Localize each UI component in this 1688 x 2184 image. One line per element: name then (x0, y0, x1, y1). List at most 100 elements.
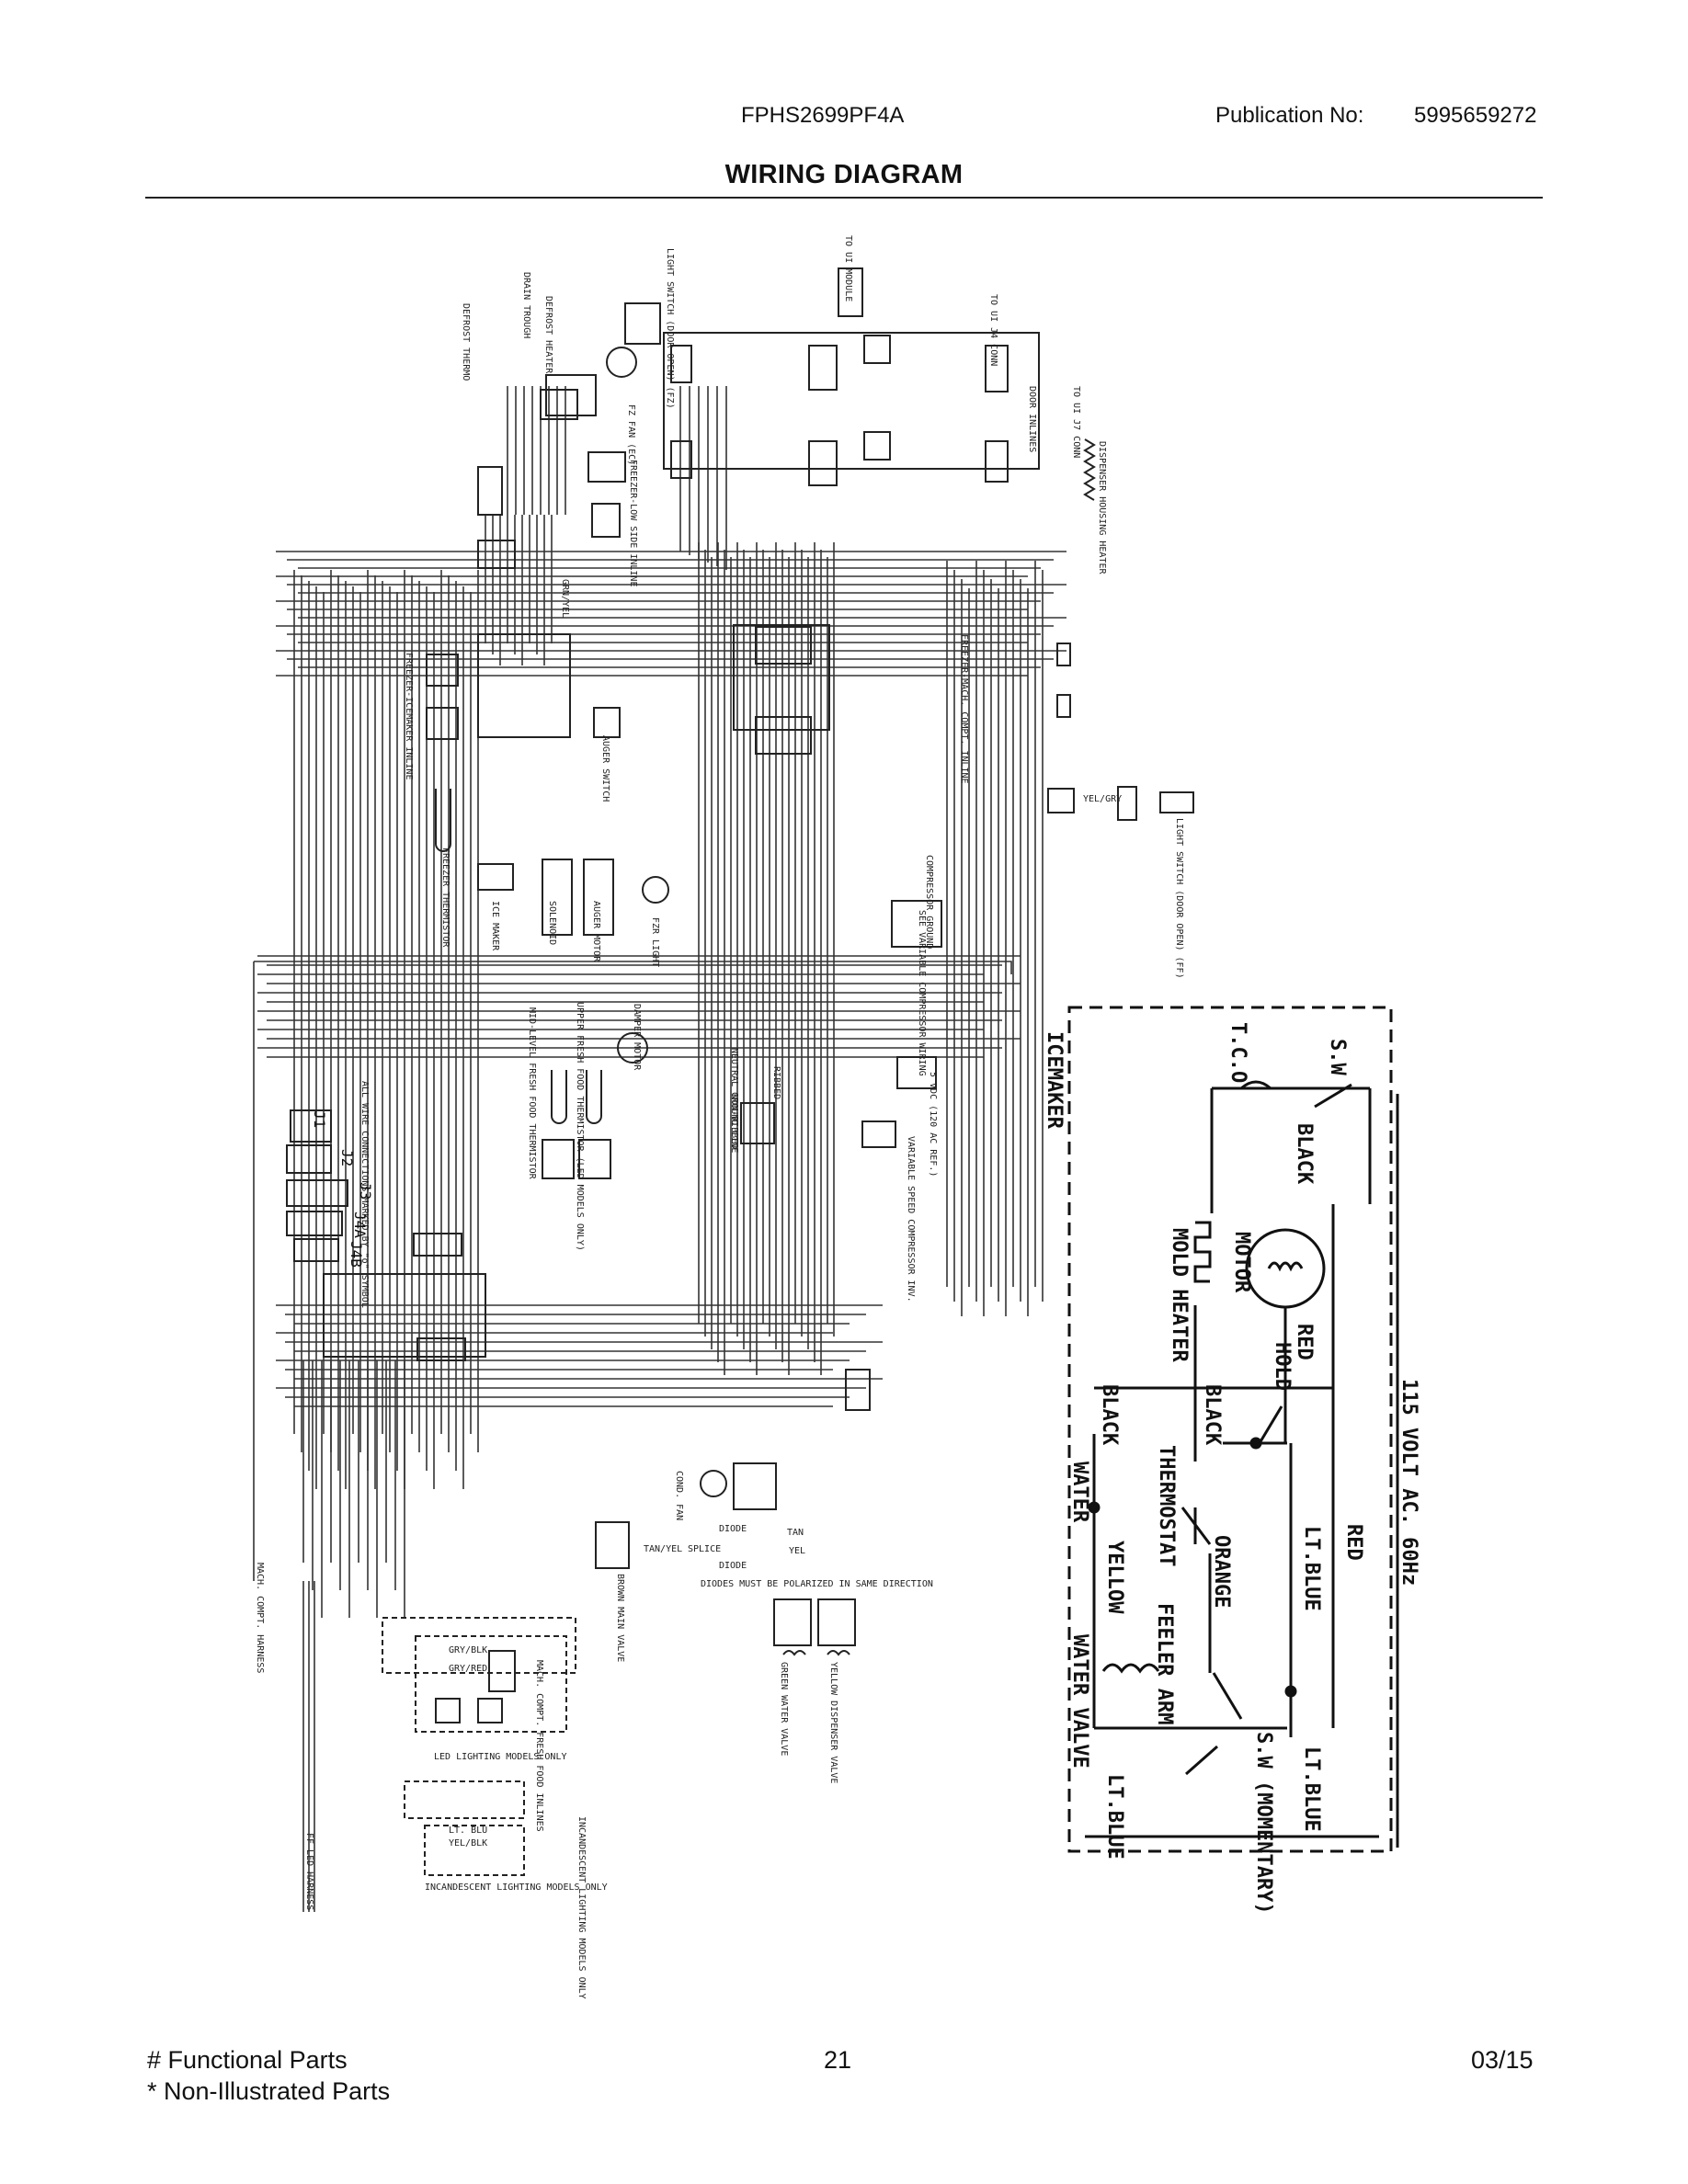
label-mid-thermistor: MID-LEVEL FRESH FOOD THERMISTOR (527, 1007, 537, 1180)
yellow-label: YELLOW (1103, 1541, 1126, 1614)
fresh-food-components (542, 1032, 937, 1179)
non-illustrated-parts-note: * Non-Illustrated Parts (147, 2077, 391, 2105)
label-green-water-valve: GREEN WATER VALVE (779, 1662, 789, 1756)
j2-label: J2 (338, 1149, 356, 1166)
label-fz-fan: FZ FAN (EC) (626, 404, 636, 465)
black-mid-label: BLACK (1201, 1384, 1224, 1446)
connector-labels: J1 J2 J3 J4A J4B (311, 1110, 374, 1268)
label-diodes-note: DIODES MUST BE POLARIZED IN SAME DIRECTI… (701, 1579, 933, 1589)
label-mach-compt-ff-inlines: MACH. COMPT. FRESH FOOD INLINES (534, 1660, 544, 1832)
water-label: WATER (1068, 1462, 1091, 1523)
label-solenoid: SOLENOID (547, 901, 557, 945)
label-freezer-thermistor: FREEZER THERMISTOR (440, 847, 451, 948)
label-led-models-only: LED LIGHTING MODELS ONLY (434, 1752, 567, 1762)
functional-parts-note: # Functional Parts (147, 2046, 348, 2074)
j1-label: J1 (311, 1110, 328, 1128)
black-left-label: BLACK (1098, 1384, 1121, 1446)
feeler-arm-label: FEELER ARM (1153, 1603, 1176, 1724)
label-fzr-light: FZR LIGHT (650, 917, 660, 967)
red-right-label: RED (1342, 1524, 1365, 1561)
label-diode-bottom: DIODE (719, 1561, 747, 1571)
label-neutral-ground: NEUTRAL GROUND LINE (729, 1048, 739, 1153)
label-voltage-note: 5 VDC (120 AC REF.) (928, 1072, 938, 1177)
label-freezer-icemaker: FREEZER-ICEMAKER INLINE (404, 653, 414, 779)
sw-label: S.W (1326, 1039, 1349, 1075)
publication-label: Publication No: (1215, 103, 1364, 128)
label-non-ribbed: NON-RIBBED (729, 1094, 739, 1149)
lt-blue-right-label: LT.BLUE (1300, 1526, 1323, 1611)
label-splice: SPLICE (688, 1544, 721, 1554)
label-ff-led-harness: FF LED HARNESS (304, 1833, 314, 1910)
label-yel-blk: YEL/BLK (449, 1838, 487, 1848)
red-left-label: RED (1293, 1324, 1316, 1360)
page-number: 21 (824, 2046, 852, 2074)
label-auger-motor: AUGER MOTOR (591, 901, 601, 962)
label-cond-fan: COND. FAN (674, 1471, 684, 1520)
label-tan-yel: TAN/YEL (644, 1544, 682, 1554)
label-compressor-ground: COMPRESSOR GROUND (924, 855, 934, 949)
label-drain-trough: DRAIN TROUGH (521, 272, 531, 338)
freezer-inline-connectors (426, 624, 1194, 948)
label-ice-maker: ICE MAKER (490, 901, 500, 951)
label-auger-switch: AUGER SWITCH (600, 735, 610, 802)
black-top-label: BLACK (1293, 1123, 1316, 1185)
label-lt-blu: LT. BLU (449, 1826, 487, 1836)
label-gry-red: GRY/RED (449, 1664, 487, 1674)
label-light-switch-ff: LIGHT SWITCH (DOOR OPEN) (FF) (1174, 818, 1184, 979)
publication-number: 5995659272 (1414, 103, 1537, 128)
label-light-switch-fz: LIGHT SWITCH (DOOR OPEN) (FZ) (665, 248, 675, 409)
label-incand-lighting: INCANDESCENT LIGHTING MODELS ONLY (576, 1816, 587, 1999)
label-grn-yel: GRN/YEL (560, 579, 570, 618)
icemaker-labels: ICEMAKER 115 VOLT AC. 60Hz S.W T.C.O BLA… (1043, 1022, 1420, 1915)
label-ff-thermistor: UPPER FRESH FOOD THERMISTOR (LED MODELS … (575, 1002, 585, 1251)
label-to-ui-j4: TO UI J4 CONN (988, 294, 998, 366)
label-freezer-low-side: FREEZER-LOW SIDE INLINE (628, 460, 638, 586)
label-to-ui-j7: TO UI J7 CONN (1071, 386, 1081, 458)
icemaker-schematic (1067, 1006, 1399, 1853)
label-damper-motor: DAMPER MOTOR (632, 1004, 642, 1071)
label-tan: TAN (787, 1528, 804, 1538)
mold-heater-label: MOLD HEATER (1168, 1228, 1191, 1362)
water-valve-label: WATER VALVE (1068, 1634, 1091, 1769)
wiring-label-layer: TO UI MODULE TO UI J4 CONN TO UI J7 CONN… (255, 235, 1184, 1999)
label-incand-models-only: INCANDESCENT LIGHTING MODELS ONLY (425, 1883, 608, 1893)
motor-label: MOTOR (1230, 1232, 1253, 1293)
label-yel-gry: YEL/GRY (1083, 794, 1122, 804)
label-defrost-thermo: DEFROST THERMO (461, 303, 471, 381)
label-dispenser-heater: DISPENSER HOUSING HEATER (1097, 441, 1107, 574)
j4b-label: J4B (348, 1241, 365, 1268)
j4a-label: J4A (351, 1211, 369, 1238)
tco-label: T.C.O (1226, 1022, 1249, 1083)
icemaker-heading: ICEMAKER (1043, 1031, 1066, 1130)
label-brown-main-valve: BROWN MAIN VALVE (615, 1574, 625, 1662)
label-compressor-inv: VARIABLE SPEED COMPRESSOR INV. (906, 1136, 916, 1302)
label-door-inlines: DOOR INLINES (1027, 386, 1037, 452)
label-connections-note: ALL WIRE CONNECTIONS MARKED BY "o" SYMBO… (359, 1081, 370, 1308)
label-ribbed: RIBBED (771, 1066, 781, 1099)
hold-label: HOLD (1271, 1342, 1294, 1391)
wire-harness (253, 386, 1066, 1912)
supply-label: 115 VOLT AC. 60Hz (1397, 1379, 1420, 1586)
lt-blue-bottom-right-label: LT.BLUE (1300, 1746, 1323, 1832)
sw-momentary-label: S.W (MOMENTARY) (1252, 1732, 1275, 1915)
page-title: WIRING DIAGRAM (724, 160, 964, 189)
control-board (286, 1109, 871, 1411)
label-diode-top: DIODE (719, 1524, 747, 1534)
revision-date: 03/15 (1471, 2046, 1534, 2074)
label-gry-blk: GRY/BLK (449, 1645, 487, 1655)
thermostat-label: THERMOSTAT (1155, 1445, 1178, 1566)
j3-label: J3 (357, 1182, 374, 1200)
label-defrost-heater: DEFROST HEATER (543, 296, 553, 374)
header-rule (145, 197, 1543, 199)
label-mach-compt-harness: MACH. COMPT. HARNESS (255, 1563, 265, 1673)
label-yel: YEL (789, 1546, 805, 1556)
label-freezer-mach: FREEZER-MACH. COMPT. INLINE (959, 634, 969, 784)
label-compressor-wiring: SEE VARIABLE COMPRESSOR WIRING (917, 910, 927, 1076)
label-to-ui-module: TO UI MODULE (843, 235, 853, 301)
model-number: FPHS2699PF4A (741, 103, 905, 128)
label-yellow-dispenser-valve: YELLOW DISPENSER VALVE (828, 1662, 838, 1783)
top-modules (477, 267, 1096, 569)
lower-left-components (382, 1462, 856, 1876)
orange-label: ORANGE (1210, 1535, 1233, 1608)
